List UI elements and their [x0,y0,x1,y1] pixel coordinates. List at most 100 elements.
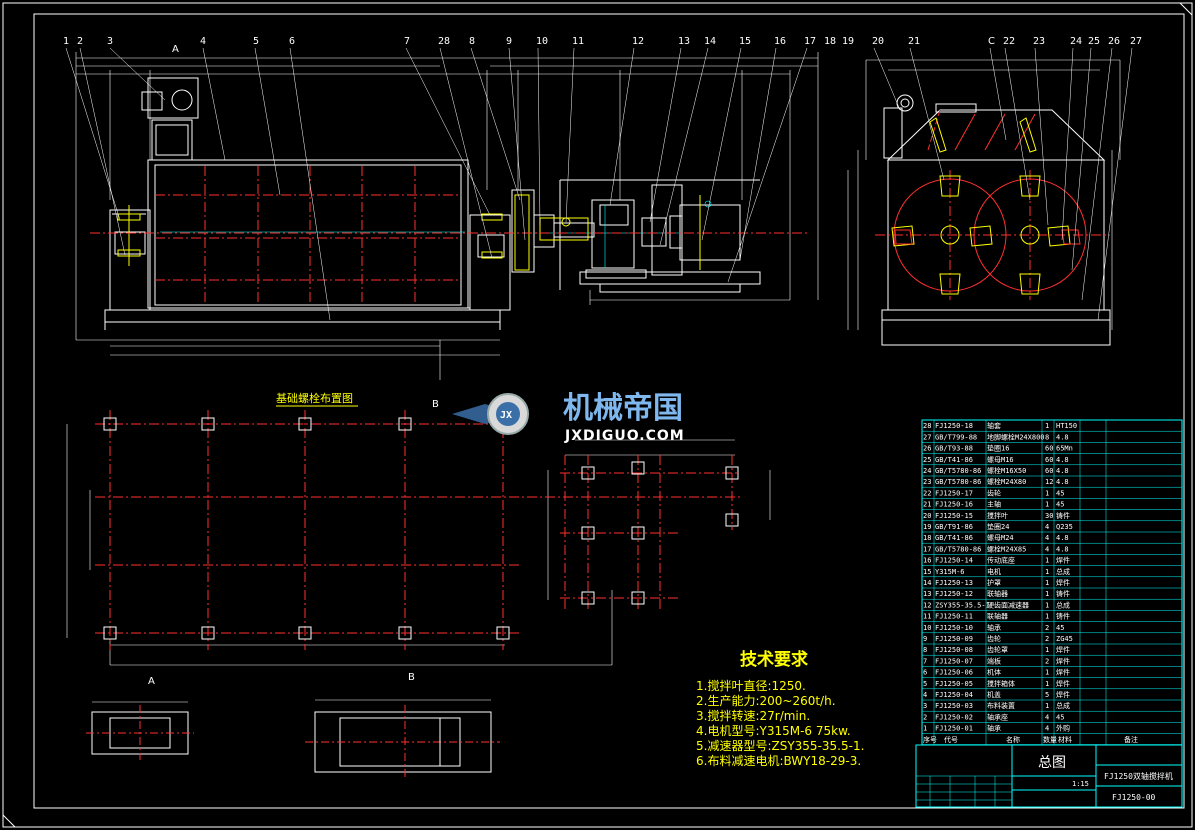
bom-cell: 10 [923,624,931,632]
bom-cell: 1 [1045,489,1049,497]
bom-cell: 地脚螺栓M24X800 [987,432,1045,441]
bom-cell: GB/T5780-86 [935,467,981,475]
bom-cell: 焊件 [1056,679,1070,688]
bom-cell: FJ1250-12 [935,590,973,598]
bom-header-cell: 数量 [1043,735,1057,744]
part-label-18: 18 [824,36,836,47]
bom-cell: 机体 [987,668,1001,677]
tech-req-item-1: 1.搅拌叶直径:1250. [696,678,806,693]
part-label-10: 10 [536,36,548,47]
technical-requirements: 技术要求 1.搅拌叶直径:1250. 2.生产能力:200~260t/h. 3.… [696,649,864,768]
bom-cell: FJ1250-09 [935,635,973,643]
bom-cell: 28 [923,422,931,430]
bom-cell: 4.8 [1056,456,1069,464]
bom-cell: 45 [1056,489,1064,497]
title-block-product: FJ1250双轴搅拌机 [1104,771,1173,781]
bom-cell: Y315M-6 [935,568,965,576]
part-label-8: 8 [469,36,475,47]
bom-cell: 5 [923,680,927,688]
side-view [847,47,1133,346]
bom-cell: FJ1250-08 [935,646,973,654]
detail-view-b: B [305,672,500,780]
part-label-25: 25 [1088,36,1100,47]
bom-cell: 13 [923,590,931,598]
bom-cell: 总成 [1056,701,1070,710]
bom-cell: 45 [1056,624,1064,632]
bom-cell: 齿轮罩 [987,645,1008,654]
bom-header-cell: 名称 [1006,735,1020,744]
view-a-label: A [148,676,155,687]
bom-cell: 铸件 [1056,589,1070,598]
bom-cell: 45 [1056,713,1064,721]
bom-cell: 4 [1045,534,1049,542]
bom-cell: 机盖 [987,690,1001,699]
bom-cell: 传动底座 [987,556,1015,565]
bom-cell: 联轴器 [987,589,1008,598]
bom-cell: 17 [923,545,931,553]
watermark-name: 机械帝国 [563,391,683,426]
bom-cell: 1 [923,725,927,733]
tech-req-item-3: 3.搅拌转速:27r/min. [696,708,810,723]
bom-cell: FJ1250-06 [935,669,973,677]
bom-header-cell: 备注 [1124,735,1138,744]
bom-cell: FJ1250-16 [935,501,973,509]
bom-cell: 27 [923,433,931,441]
bom-cell: 5 [1045,691,1049,699]
part-label-28: 28 [438,36,450,47]
bom-cell: 9 [923,635,927,643]
section-marker-front-a: A [172,44,179,55]
bom-cell: 焊件 [1056,668,1070,677]
bom-cell: 螺母M24 [987,533,1014,542]
bom-cell: 1 [1045,557,1049,565]
part-label-22: 22 [1003,36,1015,47]
bom-cell: 45 [1056,501,1064,509]
bom-cell: 6 [923,669,927,677]
watermark-url: JXDIGUO.COM [564,428,685,444]
bom-cell: 2 [1045,624,1049,632]
bom-cell: GB/T41-86 [935,456,973,464]
bom-cell: HT150 [1056,422,1077,430]
bom-cell: 2 [1045,635,1049,643]
bom-cell: 4 [1045,545,1049,553]
bom-cell: 4 [923,691,927,699]
section-marker-plan-b: B [432,399,439,410]
bom-cell: 26 [923,445,931,453]
part-label-2: 2 [77,36,83,47]
bom-cell: 16 [923,557,931,565]
bom-cell: 轴承 [987,724,1001,733]
part-label-19: 19 [842,36,854,47]
part-label-16: 16 [774,36,786,47]
bom-cell: 电机 [987,567,1001,576]
foundation-bolt-plan: 基础螺栓布置图 [66,391,771,666]
part-label-1: 1 [63,36,69,47]
bom-cell: 1 [1045,568,1049,576]
bom-cell: 12 [923,601,931,609]
tech-req-item-4: 4.电机型号:Y315M-6 75kw. [696,724,851,738]
bom-cell: 22 [923,489,931,497]
bom-cell: 布料装置 [987,701,1015,710]
bom-cell: 60 [1045,445,1053,453]
bom-cell: 轴套 [987,421,1001,430]
bom-cell: 铸件 [1056,612,1070,621]
bom-cell: 焊件 [1056,645,1070,654]
bom-cell: 4 [1045,713,1049,721]
bom-cell: 4.8 [1056,534,1069,542]
part-label-6: 6 [289,36,295,47]
bom-cell: 焊件 [1056,556,1070,565]
bom-cell: 11 [923,613,931,621]
bom-cell: 齿轮 [987,634,1001,643]
bom-cell: FJ1250-01 [935,725,973,733]
bom-cell: 4.8 [1056,467,1069,475]
bom-cell: 总成 [1056,600,1070,609]
part-label-7: 7 [404,36,410,47]
bom-cell: 铸件 [1056,511,1070,520]
bom-cell: 轴承座 [987,712,1008,721]
part-label-21: 21 [908,36,920,47]
bom-cell: FJ1250-07 [935,657,973,665]
bom-cell: 1 [1045,579,1049,587]
bom-cell: FJ1250-17 [935,489,973,497]
bom-cell: FJ1250-13 [935,579,973,587]
part-label-17: 17 [804,36,816,47]
bom-cell: 1 [1045,422,1049,430]
